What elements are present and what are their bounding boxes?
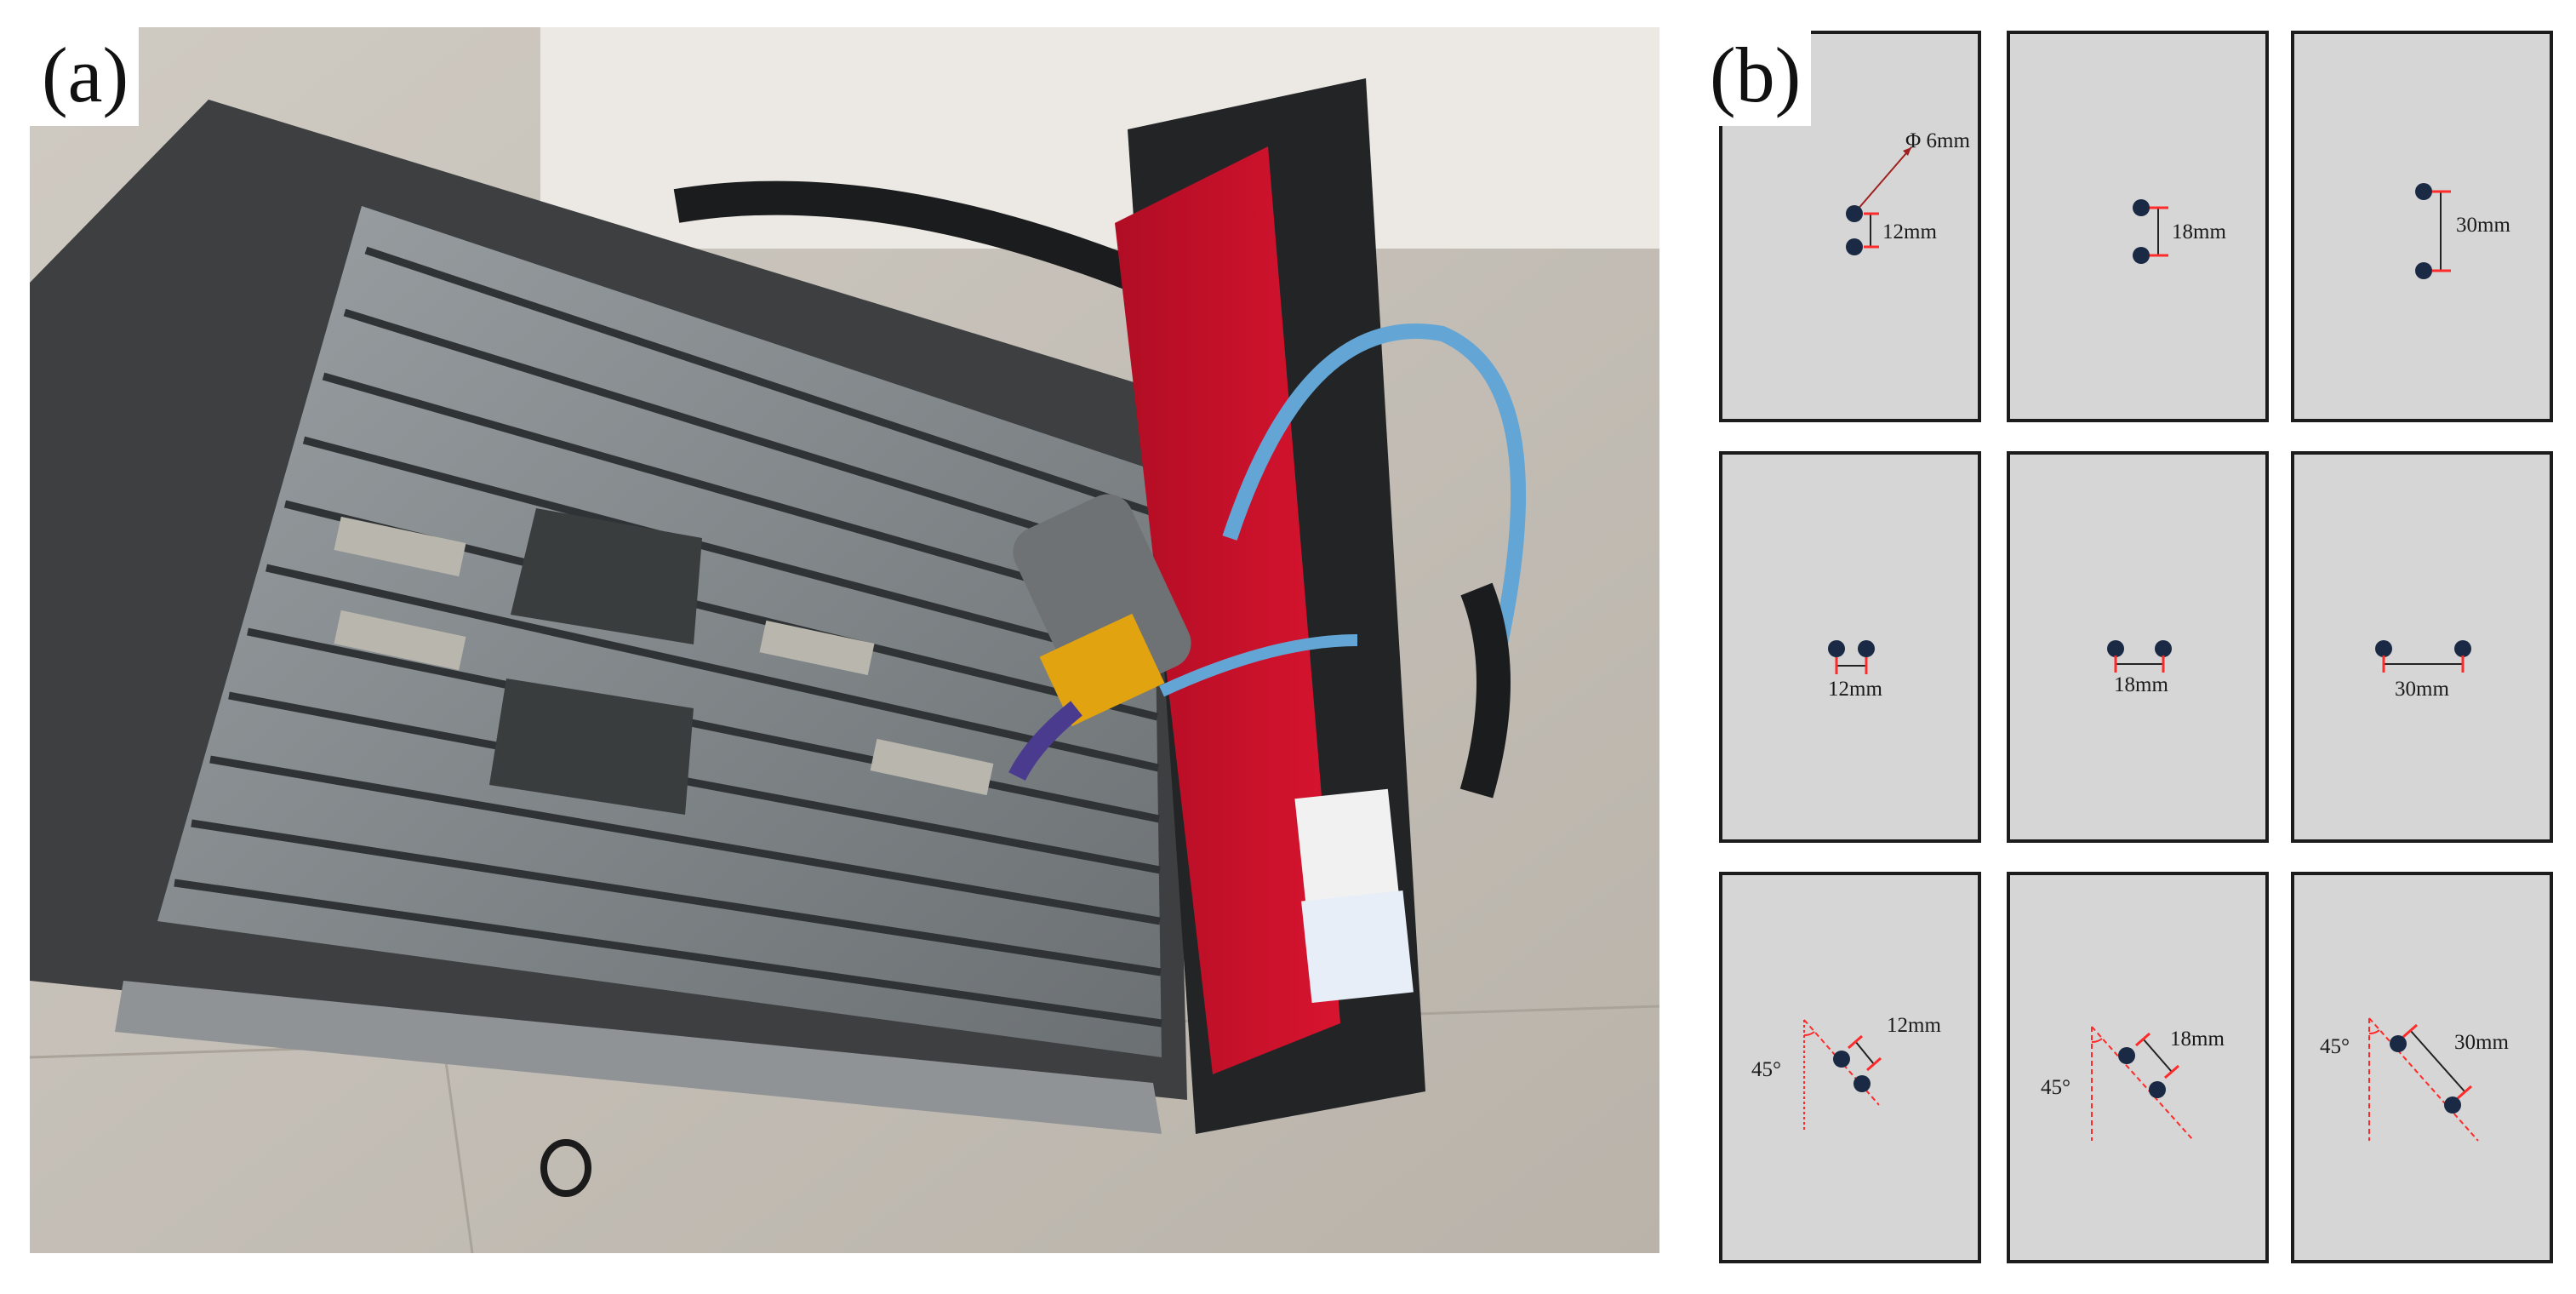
sample-vertical-30mm: 30mm: [2291, 31, 2553, 422]
spacing-label: 30mm: [2395, 678, 2449, 701]
sample-diagram: 30mm: [2415, 183, 2510, 279]
hole: [2133, 247, 2150, 264]
hole: [1828, 640, 1845, 657]
dimension-tick: [1848, 1034, 1863, 1050]
sample-horizontal-18mm: 18mm: [2007, 451, 2269, 843]
spacing-label: 12mm: [1882, 220, 1937, 243]
machine-photo: [30, 27, 1659, 1253]
diagonal-reference-line: [2368, 1017, 2479, 1142]
specimen-plate: [489, 678, 694, 815]
hole: [1853, 1075, 1871, 1092]
hole: [2415, 183, 2432, 200]
leader-arrow-head: [1903, 147, 1911, 156]
sample-diagram: 45° 12mm: [1751, 1014, 1941, 1131]
cable-chain: [673, 180, 1160, 299]
cnc-machine-illustration: [30, 27, 1659, 1253]
clamp: [334, 516, 466, 577]
angle-label: 45°: [1751, 1058, 1781, 1081]
hole: [1846, 205, 1863, 222]
dimension-line: [1854, 1040, 1875, 1065]
specimen-plate: [511, 508, 702, 644]
dimension-tick: [2164, 1064, 2179, 1079]
hole: [2375, 640, 2392, 657]
air-hose: [1222, 324, 1527, 677]
sample-diagram: 12mm: [1828, 640, 1882, 701]
angle-label: 45°: [2041, 1076, 2071, 1099]
hole: [2415, 262, 2432, 279]
angle-label: 45°: [2320, 1035, 2350, 1058]
clamp: [334, 610, 466, 671]
clamp: [759, 620, 875, 676]
hole: [2107, 640, 2124, 657]
sample-diagram: 18mm: [2107, 640, 2172, 696]
tray-front-edge: [115, 981, 1162, 1134]
sample-vertical-18mm: 18mm: [2007, 31, 2269, 422]
angle-arc: [1803, 1031, 1815, 1036]
coolant-nozzle: [1008, 701, 1082, 782]
spindle-label: [1039, 613, 1165, 727]
hole: [1833, 1051, 1850, 1068]
diameter-label: Φ 6mm: [1905, 129, 1970, 152]
dimension-tick: [2457, 1085, 2472, 1100]
sample-diagram: 45° 18mm: [2041, 1026, 2225, 1141]
spacing-label: 12mm: [1828, 678, 1882, 701]
hole: [2118, 1047, 2135, 1064]
diameter-leader-line: [1856, 146, 1912, 211]
hole: [2155, 640, 2172, 657]
dimension-tick: [2402, 1023, 2418, 1039]
cable-chain: [1459, 582, 1511, 799]
hole: [1858, 640, 1875, 657]
machine-sticker: [1301, 890, 1414, 1003]
sample-diagonal-30mm: 45° 30mm: [2291, 872, 2553, 1263]
hole: [1846, 238, 1863, 255]
panel-b-label: (b): [1698, 27, 1812, 126]
sample-diagonal-12mm: 45° 12mm: [1719, 872, 1981, 1263]
spacing-label: 30mm: [2454, 1031, 2509, 1054]
spacing-label: 18mm: [2170, 1028, 2225, 1051]
spacing-label: 18mm: [2114, 673, 2168, 696]
sample-diagram: Φ 6mm 12mm: [1846, 129, 1970, 255]
hole: [2390, 1035, 2407, 1052]
sample-diagram: 30mm: [2375, 640, 2471, 701]
hole: [2149, 1081, 2166, 1098]
hole: [2444, 1096, 2461, 1114]
sample-diagram: 45° 30mm: [2320, 1017, 2509, 1142]
dimension-line: [2142, 1038, 2173, 1073]
hole: [2454, 640, 2471, 657]
angle-arc: [2368, 1029, 2380, 1034]
sample-horizontal-30mm: 30mm: [2291, 451, 2553, 843]
spacing-label: 12mm: [1887, 1014, 1941, 1037]
spacing-label: 30mm: [2456, 214, 2510, 237]
sample-diagram: 18mm: [2133, 199, 2226, 264]
dimension-tick: [2135, 1032, 2150, 1047]
air-hose: [1159, 634, 1358, 697]
panel-a-label: (a): [30, 27, 140, 126]
hole: [2133, 199, 2150, 216]
sample-layout-grid: Φ 6mm 12mm 18mm 30mm: [1719, 31, 2562, 1265]
dimension-line: [2409, 1029, 2465, 1092]
clamp: [870, 738, 994, 796]
dimension-tick: [1866, 1056, 1882, 1072]
angle-arc: [2091, 1038, 2103, 1043]
spacing-label: 18mm: [2172, 220, 2226, 243]
o-ring: [540, 1139, 591, 1197]
sample-horizontal-12mm: 12mm: [1719, 451, 1981, 843]
gantry-red-panel: [1115, 146, 1340, 1074]
sample-diagonal-18mm: 45° 18mm: [2007, 872, 2269, 1263]
